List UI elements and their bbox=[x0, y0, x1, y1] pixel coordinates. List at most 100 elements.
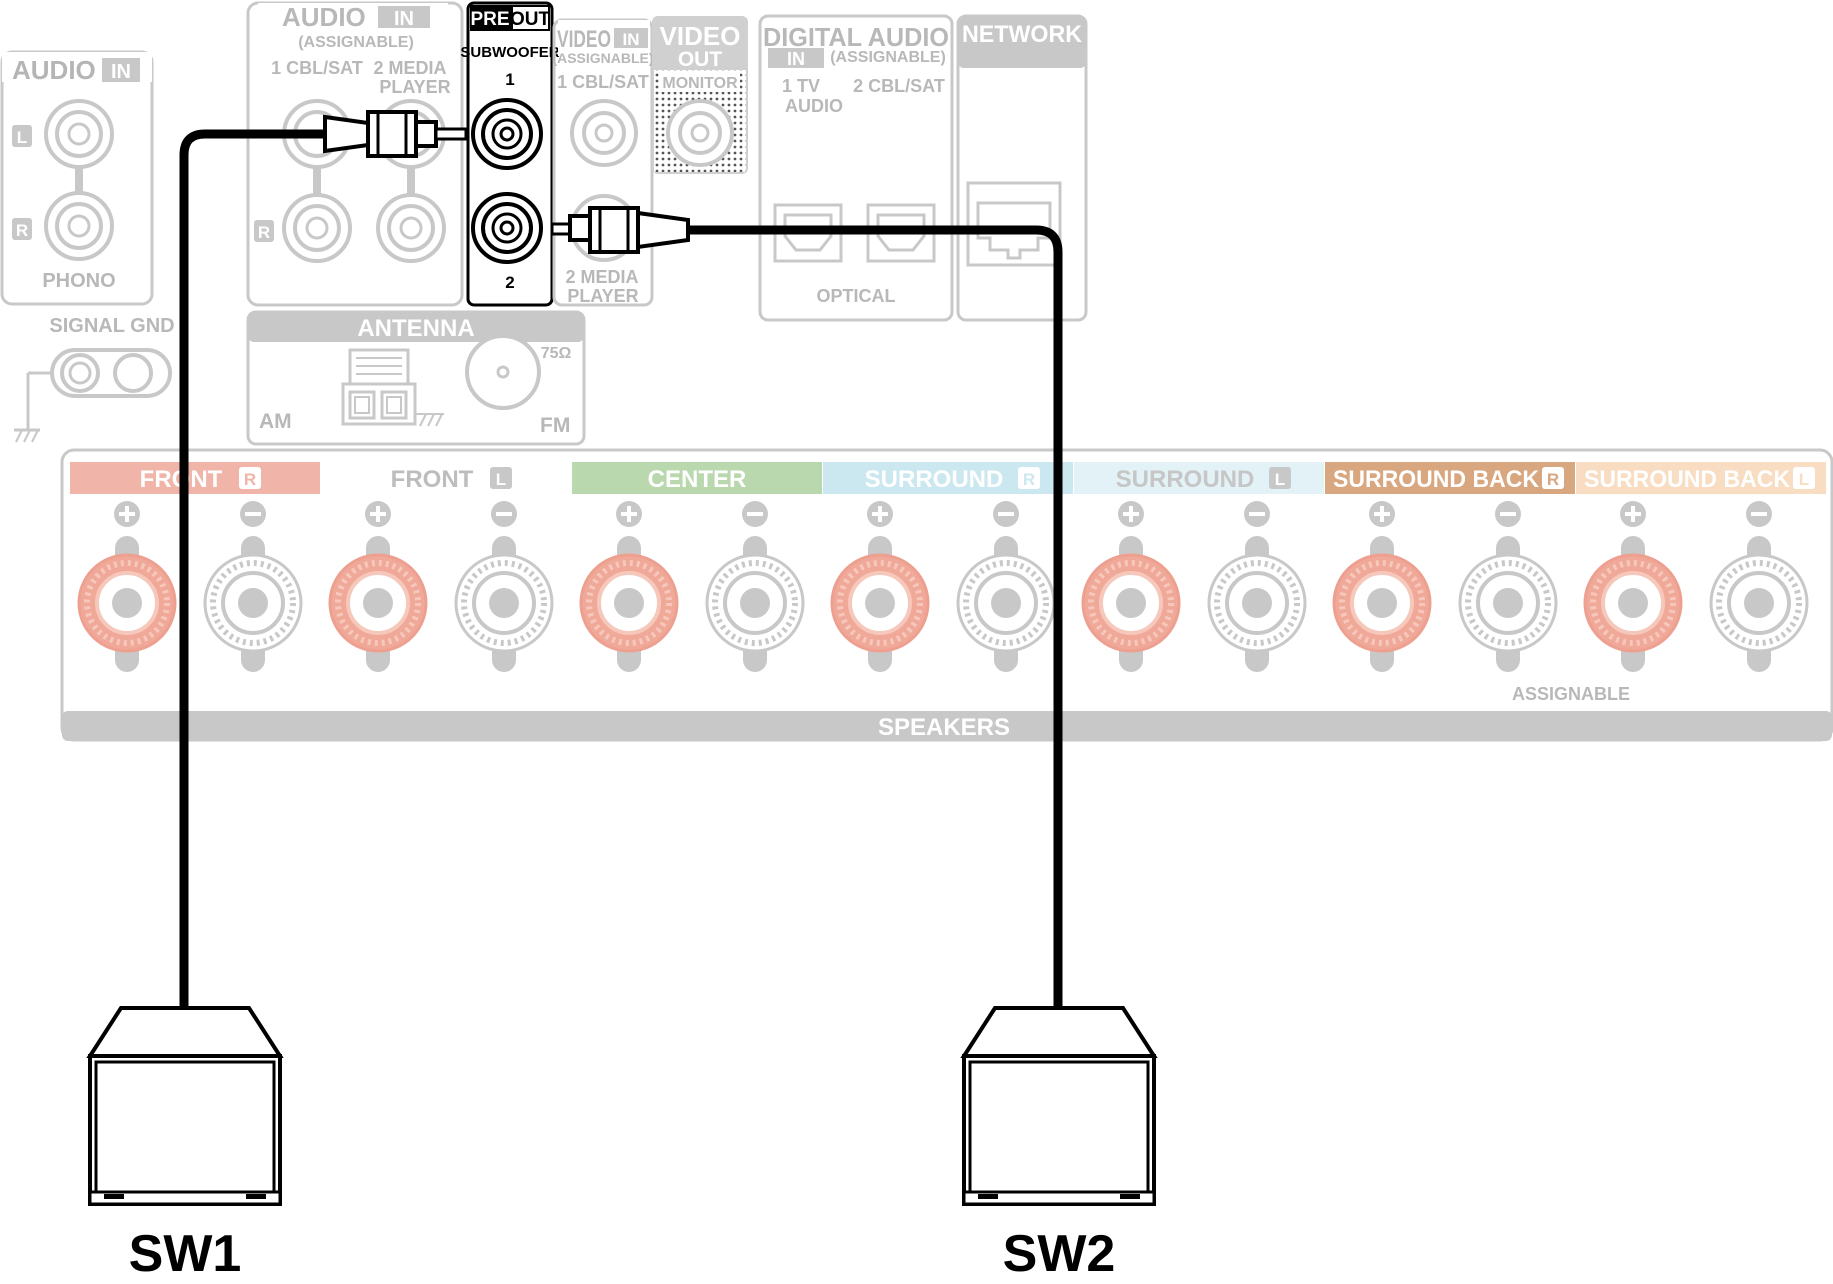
optical-label: OPTICAL bbox=[817, 286, 896, 306]
plus-icon bbox=[114, 501, 140, 527]
subwoofer-1-jack[interactable] bbox=[471, 98, 543, 170]
network-section: NETWORK bbox=[956, 14, 1088, 322]
audio-in-cbl-sat-r-jack[interactable] bbox=[282, 193, 352, 263]
audio-in-phono-badge: IN bbox=[111, 61, 131, 83]
audio-in-input2-label-line1: 2 MEDIA bbox=[373, 58, 446, 78]
speaker-terminal-surround-back-l-minus[interactable] bbox=[1709, 501, 1809, 672]
audio-in-phono-section: AUDIO IN L R PHONO bbox=[0, 50, 154, 306]
audio-in-media-player-r-jack[interactable] bbox=[376, 193, 446, 263]
plus-icon bbox=[1369, 501, 1395, 527]
antenna-am-label: AM bbox=[259, 410, 292, 433]
signal-gnd-section: SIGNAL GND bbox=[14, 315, 175, 443]
speaker-terminal-front-r-plus[interactable] bbox=[77, 501, 177, 672]
subwoofer-2: SW2 bbox=[960, 1006, 1158, 1283]
minus-icon bbox=[1746, 501, 1772, 527]
video-out-monitor-section: VIDEO OUT MONITOR bbox=[652, 16, 748, 174]
phono-l-marker: L bbox=[17, 128, 27, 147]
audio-in-input2-label-line2: PLAYER bbox=[379, 77, 450, 97]
pre-out-subwoofer-section: PRE OUT SUBWOOFER 1 2 bbox=[460, 1, 560, 307]
video-in-bottom-label-line1: 2 MEDIA bbox=[565, 267, 638, 287]
plus-icon bbox=[867, 501, 893, 527]
channel-side-marker: R bbox=[244, 470, 256, 489]
channel-side-marker: R bbox=[1023, 470, 1035, 489]
audio-in-input1-label: 1 CBL/SAT bbox=[271, 58, 363, 78]
phono-r-marker: R bbox=[16, 221, 28, 240]
speaker-terminal-surround-back-r-plus[interactable] bbox=[1332, 501, 1432, 672]
subwoofer-2-cable bbox=[688, 225, 1063, 1010]
audio-in-assignable-subtitle: (ASSIGNABLE) bbox=[298, 34, 414, 51]
audio-in-phono-heading: AUDIO bbox=[12, 55, 96, 85]
signal-gnd-label: SIGNAL GND bbox=[49, 315, 174, 337]
speaker-terminal-surround-r-plus[interactable] bbox=[830, 501, 930, 672]
antenna-heading: ANTENNA bbox=[357, 315, 474, 342]
antenna-ohms-label: 75Ω bbox=[541, 345, 572, 362]
video-out-heading: VIDEO bbox=[660, 21, 741, 51]
fm-antenna-jack[interactable] bbox=[465, 334, 541, 410]
digital-audio-input1-line1: 1 TV bbox=[782, 76, 820, 96]
video-out-badge: OUT bbox=[678, 48, 723, 71]
speakers-label: SPEAKERS bbox=[878, 714, 1010, 741]
digital-audio-subtitle: (ASSIGNABLE) bbox=[830, 49, 946, 66]
video-in-subtitle: (ASSIGNABLE) bbox=[552, 50, 653, 66]
plus-icon bbox=[616, 501, 642, 527]
digital-audio-input2: 2 CBL/SAT bbox=[853, 76, 945, 96]
video-in-badge: IN bbox=[623, 30, 640, 49]
speaker-terminal-surround-l-minus[interactable] bbox=[1207, 501, 1307, 672]
speaker-terminal-surround-r-minus[interactable] bbox=[956, 501, 1056, 672]
audio-in-assignable-section: AUDIO IN (ASSIGNABLE) 1 CBL/SAT 2 MEDIA … bbox=[246, 1, 464, 307]
video-out-monitor-label: MONITOR bbox=[662, 75, 738, 92]
speaker-terminal-center-plus[interactable] bbox=[579, 501, 679, 672]
digital-audio-input1-line2: AUDIO bbox=[785, 96, 843, 116]
video-out-monitor-jack[interactable] bbox=[666, 99, 734, 167]
channel-name: FRONT bbox=[391, 466, 474, 493]
antenna-fm-label: FM bbox=[540, 414, 570, 437]
rca-plug-2 bbox=[550, 206, 690, 254]
channel-label-surround-r: SURROUND R bbox=[823, 462, 1073, 494]
ethernet-port[interactable] bbox=[966, 181, 1062, 267]
subwoofer-2-jack[interactable] bbox=[471, 192, 543, 264]
speaker-terminal-surround-back-r-minus[interactable] bbox=[1458, 501, 1558, 672]
speaker-terminal-surround-back-l-plus[interactable] bbox=[1583, 501, 1683, 672]
phono-jack-r[interactable] bbox=[44, 191, 114, 261]
subwoofer-1: SW1 bbox=[86, 1006, 284, 1283]
minus-icon bbox=[1495, 501, 1521, 527]
channel-name: CENTER bbox=[648, 466, 747, 493]
subwoofer-1-cable bbox=[179, 129, 332, 1010]
video-in-top-label: 1 CBL/SAT bbox=[557, 72, 649, 92]
channel-side-marker: L bbox=[1799, 470, 1809, 489]
minus-icon bbox=[1244, 501, 1270, 527]
speaker-terminal-front-l-plus[interactable] bbox=[328, 501, 428, 672]
audio-in-assignable-badge: IN bbox=[394, 8, 414, 30]
phono-label: PHONO bbox=[42, 270, 115, 292]
plus-icon bbox=[365, 501, 391, 527]
phono-jack-l[interactable] bbox=[44, 99, 114, 169]
cables bbox=[179, 110, 1063, 1010]
pre-out-subtitle: SUBWOOFER bbox=[460, 44, 559, 61]
plus-icon bbox=[1118, 501, 1144, 527]
speaker-terminal-front-l-minus[interactable] bbox=[454, 501, 554, 672]
am-antenna-terminal[interactable] bbox=[341, 348, 444, 427]
channel-name: SURROUND bbox=[865, 466, 1004, 493]
speaker-terminal-front-r-minus[interactable] bbox=[203, 501, 303, 672]
channel-label-center: CENTER bbox=[572, 462, 822, 494]
subwoofer-2-label: SW2 bbox=[1003, 1225, 1116, 1283]
subwoofer-1-label: SW1 bbox=[129, 1225, 242, 1283]
video-in-section: VIDEO IN (ASSIGNABLE) 1 CBL/SAT 2 MEDIA … bbox=[552, 18, 654, 307]
minus-icon bbox=[240, 501, 266, 527]
signal-gnd-terminal[interactable] bbox=[60, 353, 100, 393]
plus-icon bbox=[1620, 501, 1646, 527]
video-in-cbl-sat-jack[interactable] bbox=[570, 99, 638, 167]
speaker-terminal-surround-l-plus[interactable] bbox=[1081, 501, 1181, 672]
channel-name: SURROUND BACK bbox=[1333, 466, 1540, 493]
minus-icon bbox=[993, 501, 1019, 527]
speaker-terminal-center-minus[interactable] bbox=[705, 501, 805, 672]
digital-audio-in-section: DIGITAL AUDIO IN (ASSIGNABLE) 1 TV AUDIO… bbox=[758, 14, 954, 322]
audio-in-r-marker: R bbox=[258, 223, 270, 242]
digital-audio-badge: IN bbox=[787, 49, 805, 69]
video-in-bottom-label-line2: PLAYER bbox=[567, 286, 638, 306]
